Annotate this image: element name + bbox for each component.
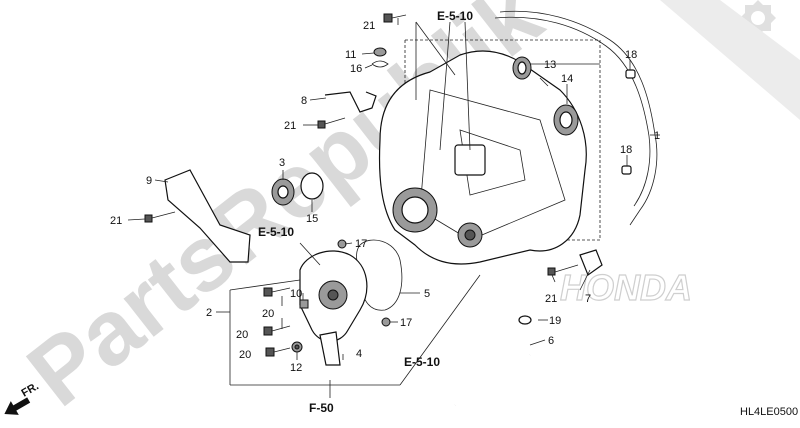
leader-lines: [127, 18, 660, 398]
part-number-19: 19: [549, 315, 561, 327]
ref-f-50: F-50: [309, 401, 334, 415]
part-number-20-c: 20: [239, 349, 251, 361]
cover-pump-hole: [464, 229, 476, 241]
pump-outlet-pipe: [319, 331, 341, 366]
gasket-outline: [499, 10, 658, 226]
hose-6: [451, 351, 531, 406]
bolt-20-a: [263, 287, 291, 297]
cover-bore-inner: [401, 196, 429, 224]
part-number-8: 8: [301, 95, 307, 107]
clip-19: [518, 315, 532, 325]
part-number-15: 15: [306, 213, 318, 225]
bolt-20-c: [265, 347, 291, 357]
part-number-17-top: 17: [355, 238, 367, 250]
part-number-21-right: 21: [545, 293, 557, 305]
plate-9: [164, 169, 251, 263]
front-arrow-icon: [4, 397, 31, 415]
part-number-3: 3: [279, 157, 285, 169]
part-number-1: 1: [654, 130, 660, 142]
watermark-corner: [660, 0, 800, 120]
part-number-6: 6: [548, 335, 554, 347]
part-number-12: 12: [290, 362, 302, 374]
part-number-21-left: 21: [110, 215, 122, 227]
part-number-10: 10: [290, 288, 302, 300]
part-number-5: 5: [424, 288, 430, 300]
part-number-21-mid: 21: [284, 120, 296, 132]
part-number-16: 16: [350, 63, 362, 75]
bracket-8: [324, 91, 377, 113]
diagram-code: HL4LE0500: [740, 406, 798, 418]
water-pump-shaft: [327, 289, 339, 301]
part-number-4: 4: [356, 348, 362, 360]
part-number-21-top: 21: [363, 20, 375, 32]
part-number-14: 14: [561, 73, 573, 85]
oil-seal-14-inner: [559, 111, 573, 129]
washer-12-hole: [294, 344, 300, 350]
part-number-7: 7: [585, 293, 591, 305]
part-number-18-top: 18: [625, 49, 637, 61]
dowel-pin-right: [621, 165, 632, 175]
ref-e-5-10-bottom: E-5-10: [404, 355, 440, 369]
bolt-21-left: [144, 211, 176, 223]
part-number-18-right: 18: [620, 144, 632, 156]
oil-seal-13-inner: [517, 61, 527, 75]
part-number-11: 11: [345, 49, 356, 61]
spring-16: [371, 60, 389, 68]
ref-e-5-10-top: E-5-10: [437, 9, 473, 23]
part-number-9: 9: [146, 175, 152, 187]
part-number-17-bottom: 17: [400, 317, 412, 329]
seal-3-inner: [277, 185, 289, 199]
ref-e-5-10-left: E-5-10: [258, 225, 294, 239]
part-number-13: 13: [544, 59, 556, 71]
part-number-20-b: 20: [236, 329, 248, 341]
bolt-21-top: [383, 13, 407, 23]
bolt-21-right: [547, 264, 579, 276]
front-label: FR.: [20, 380, 41, 399]
dowel-17-top: [337, 239, 347, 249]
part-number-2: 2: [206, 307, 212, 319]
bolt-20-b: [263, 325, 291, 336]
brand-watermark: HONDA: [560, 267, 692, 308]
bolt-21-mid: [317, 117, 346, 129]
bracket-7: [579, 249, 603, 276]
collar-11: [373, 47, 387, 57]
dowel-17-bottom: [381, 317, 391, 327]
bracket-10: [299, 299, 309, 309]
part-number-20-a: 20: [262, 308, 274, 320]
dowel-pin-top: [625, 69, 636, 79]
o-ring-15: [300, 172, 324, 200]
